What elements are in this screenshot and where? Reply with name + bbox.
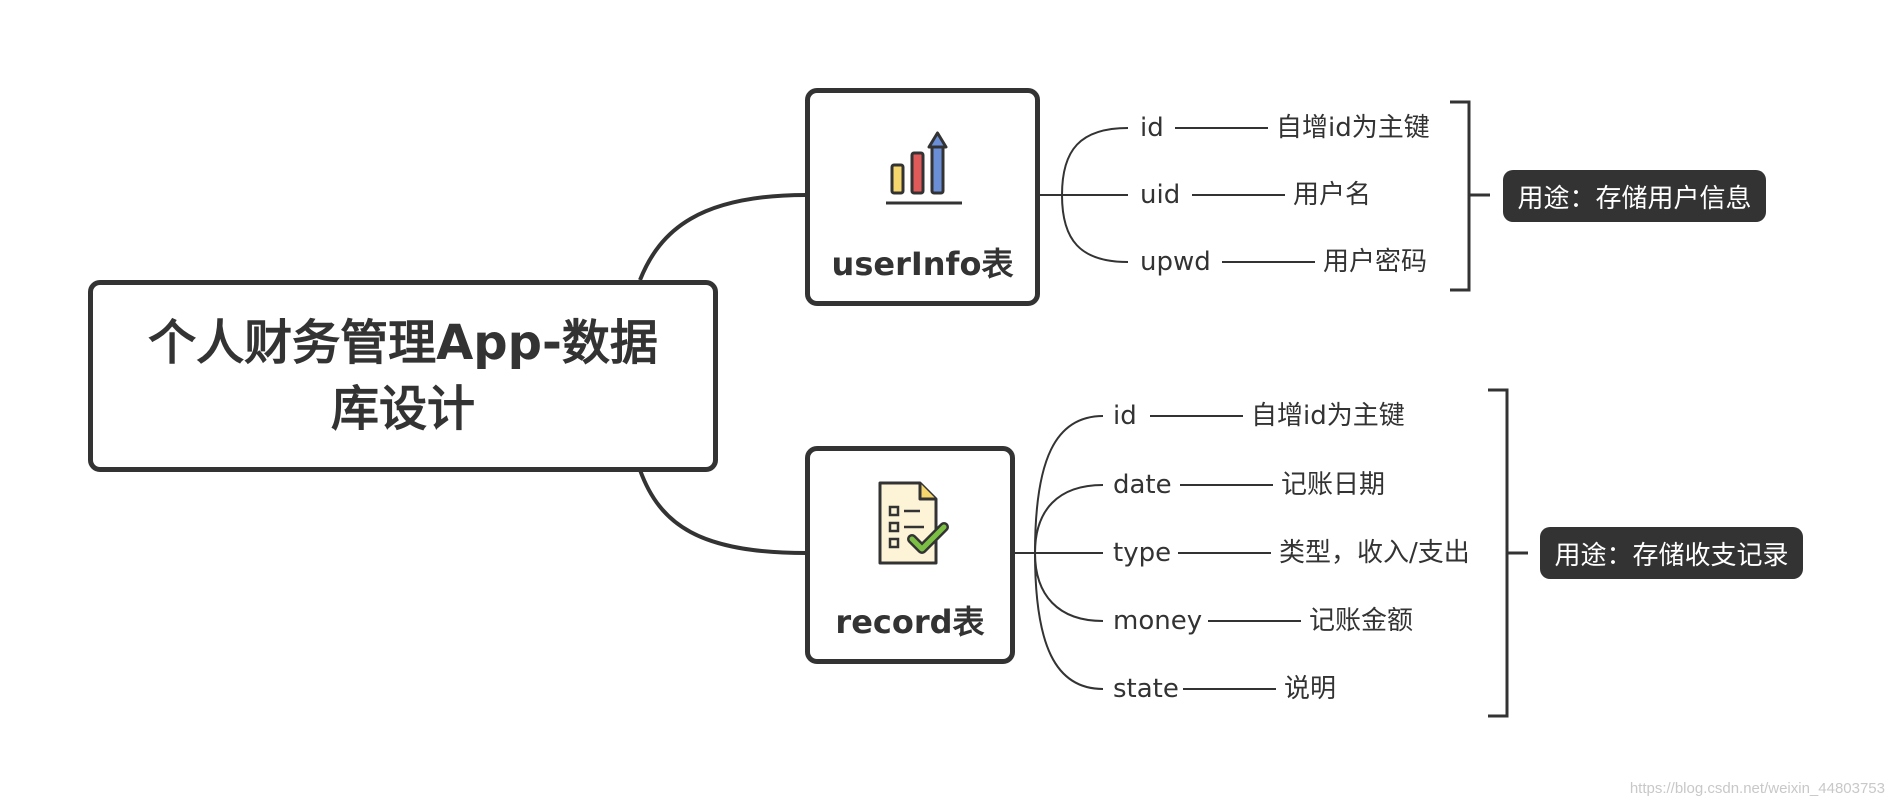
record-table-node[interactable]: record表 [805,446,1015,664]
record-field-state-desc: 说明 [1284,674,1337,704]
record-table-title: record表 [835,603,985,641]
record-field-date-desc: 记账日期 [1281,470,1386,500]
record-field-money: money [1113,606,1203,636]
record-field-branches [1012,415,1301,690]
watermark-text: https://blog.csdn.net/weixin_44803753 [1629,780,1885,797]
userinfo-bracket [1450,100,1490,292]
root-to-record-connector [638,469,807,555]
checklist-document-icon [878,481,949,565]
userinfo-field-branches [1037,127,1315,263]
record-field-type: type [1113,538,1172,568]
userinfo-table-title: userInfo表 [831,245,1014,283]
userinfo-field-upwd: upwd [1140,247,1211,277]
userinfo-field-id-desc: 自增id为主键 [1276,113,1430,143]
bar-chart-icon [886,131,962,205]
root-title: 个人财务管理App-数据库设计 [148,315,658,437]
userinfo-table-node[interactable]: userInfo表 [805,88,1040,306]
record-field-date: date [1113,470,1172,500]
root-node[interactable]: 个人财务管理App-数据库设计 [88,280,718,472]
record-bracket [1488,388,1528,718]
record-field-state: state [1113,674,1179,704]
record-field-money-desc: 记账金额 [1309,606,1414,636]
record-field-id: id [1113,401,1137,431]
root-to-userinfo-connector [638,193,807,281]
record-field-type-desc: 类型，收入/支出 [1279,538,1470,568]
record-field-id-desc: 自增id为主键 [1251,401,1405,431]
userinfo-purpose-label: 用途：存储用户信息 [1503,170,1766,222]
userinfo-field-upwd-desc: 用户密码 [1323,247,1428,277]
userinfo-field-id: id [1140,113,1164,143]
userinfo-field-uid-desc: 用户名 [1293,180,1372,210]
userinfo-field-uid: uid [1140,180,1181,210]
record-purpose-label: 用途：存储收支记录 [1540,527,1803,579]
